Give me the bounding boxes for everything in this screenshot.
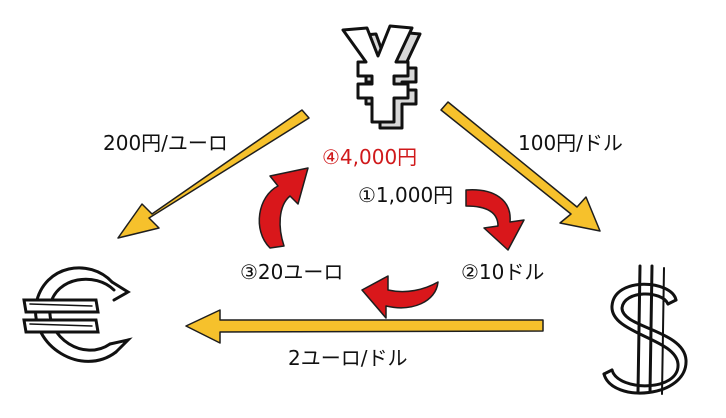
arrow-dollar-to-euro: [185, 309, 544, 344]
curve-arrow-step1-to-step2: [465, 189, 525, 251]
arrow-yen-to-dollar: [440, 101, 601, 232]
step1-label: ①1,000円: [358, 183, 454, 207]
euro-icon: [22, 266, 133, 363]
yen-icon: [341, 24, 422, 130]
step4-label: ④4,000円: [322, 145, 418, 169]
yen-euro-rate-label: 200円/ユーロ: [103, 131, 228, 155]
dollar-icon: [602, 264, 688, 395]
euro-dollar-rate-label: 2ユーロ/ドル: [288, 346, 408, 370]
arrow-yen-to-euro: [117, 109, 310, 239]
curve-arrow-step2-to-step3: [361, 275, 439, 319]
step2-label: ②10ドル: [461, 260, 545, 284]
yen-dollar-rate-label: 100円/ドル: [518, 131, 623, 155]
step3-label: ③20ユーロ: [240, 260, 344, 284]
curve-arrow-step3-to-step4: [258, 167, 309, 249]
